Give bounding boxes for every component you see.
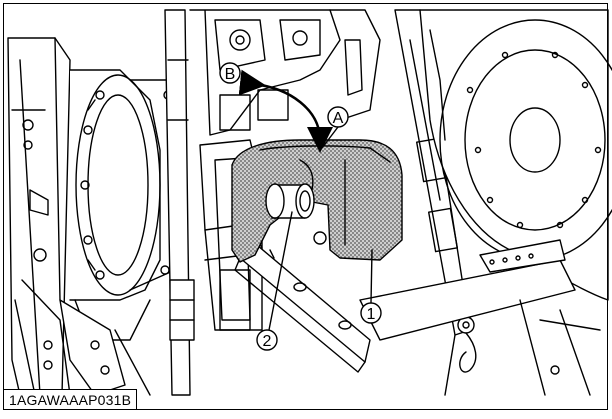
figure-caption: 1AGAWAAAP031B (9, 391, 132, 408)
axle-housing (69, 69, 181, 341)
callout-1: 1 (360, 302, 382, 324)
callout-1-label: 1 (367, 306, 376, 323)
lower-left-linkage (59, 299, 151, 396)
figure-frame (3, 3, 608, 410)
figure-caption-box: 1AGAWAAAP031B (4, 389, 138, 409)
right-lift-rod (394, 9, 477, 396)
callout-a-label: A (333, 110, 344, 127)
callout-2: 2 (256, 329, 278, 351)
rotation-arrow (238, 69, 333, 153)
lower-link-arm (359, 239, 601, 396)
callout-a: A (327, 106, 349, 128)
vertical-post (164, 9, 195, 396)
callout-b: B (219, 62, 241, 84)
callout-2-label: 2 (263, 333, 272, 350)
rear-wheel-hub (419, 9, 612, 301)
callout-leaders (268, 126, 373, 331)
callout-b-label: B (225, 66, 236, 83)
pto-shaft (265, 183, 327, 245)
